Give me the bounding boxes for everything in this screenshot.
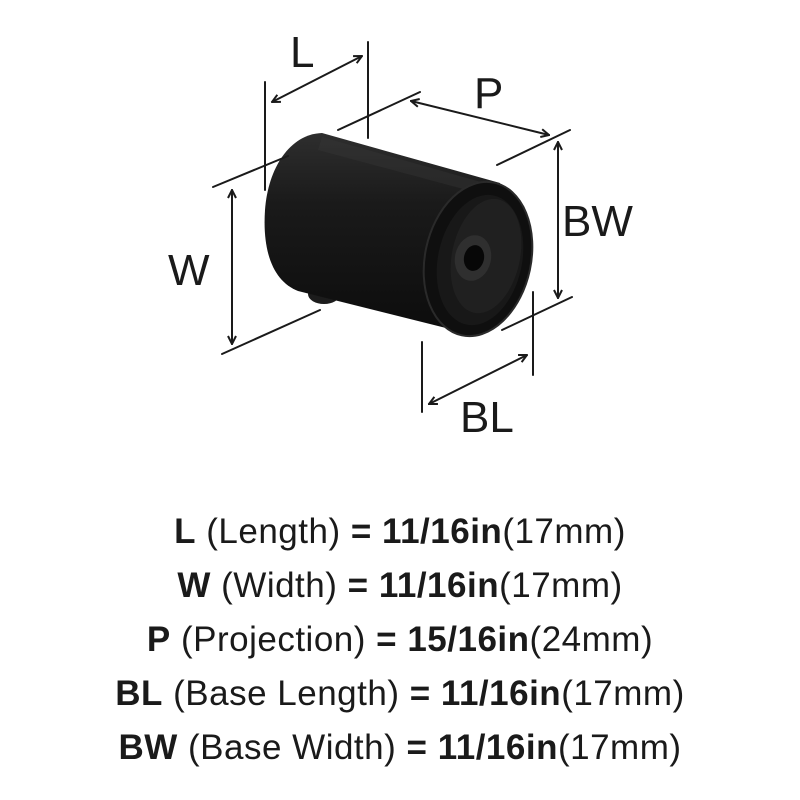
- spec-desc: (Base Length): [173, 674, 400, 713]
- knob-end-rim: [422, 180, 534, 338]
- spec-length: L (Length) = 11/16in(17mm): [0, 505, 800, 559]
- spec-inches: 15/16in: [407, 620, 530, 659]
- screw-hole: [463, 245, 485, 271]
- spec-equals: =: [347, 566, 369, 605]
- spec-inches: 11/16in: [382, 512, 503, 551]
- spec-abbr: BW: [118, 728, 178, 767]
- label-W: W: [168, 246, 210, 295]
- label-BW: BW: [562, 197, 633, 246]
- spec-abbr: P: [146, 620, 171, 659]
- spec-mm: (17mm): [561, 674, 685, 713]
- label-P: P: [474, 69, 503, 118]
- L-arrow: [272, 56, 362, 102]
- spec-base-width: BW (Base Width) = 11/16in(17mm): [0, 721, 800, 775]
- spec-inches: 11/16in: [437, 728, 558, 767]
- spec-projection: P (Projection) = 15/16in(24mm): [0, 613, 800, 667]
- BL-arrow: [429, 354, 527, 405]
- P-arrow: [411, 101, 549, 135]
- spec-abbr: BL: [115, 674, 163, 713]
- spec-base-length: BL (Base Length) = 11/16in(17mm): [0, 667, 800, 721]
- spec-inches: 11/16in: [440, 674, 562, 713]
- spec-mm: (17mm): [502, 512, 626, 551]
- label-BL: BL: [460, 393, 514, 442]
- spec-desc: (Width): [221, 566, 338, 605]
- spec-desc: (Length): [206, 512, 341, 551]
- W-extension-top: [212, 155, 289, 188]
- knob-highlight: [318, 137, 495, 197]
- spec-equals: =: [406, 728, 428, 767]
- spec-mm: (17mm): [499, 566, 623, 605]
- P-extension-top: [337, 91, 421, 131]
- P-extension-right: [496, 129, 571, 166]
- dimension-lines: [212, 41, 573, 413]
- spec-desc: (Projection): [180, 620, 366, 659]
- spec-mm: (17mm): [557, 728, 682, 767]
- specifications-list: L (Length) = 11/16in(17mm) W (Width) = 1…: [0, 505, 800, 775]
- spec-mm: (24mm): [529, 620, 654, 659]
- spec-abbr: W: [177, 566, 211, 605]
- spec-equals: =: [409, 674, 431, 713]
- spec-abbr: L: [174, 512, 197, 551]
- spec-equals: =: [350, 512, 372, 551]
- label-L: L: [290, 28, 314, 77]
- spec-desc: (Base Width): [188, 728, 397, 767]
- BW-extension-bottom: [501, 296, 573, 331]
- W-extension-bottom: [221, 309, 321, 355]
- dimension-diagram: L P W BW BL: [168, 28, 633, 442]
- spec-width: W (Width) = 11/16in(17mm): [0, 559, 800, 613]
- spec-inches: 11/16in: [378, 566, 500, 605]
- spec-equals: =: [376, 620, 398, 659]
- knob-product-illustration: [264, 133, 534, 338]
